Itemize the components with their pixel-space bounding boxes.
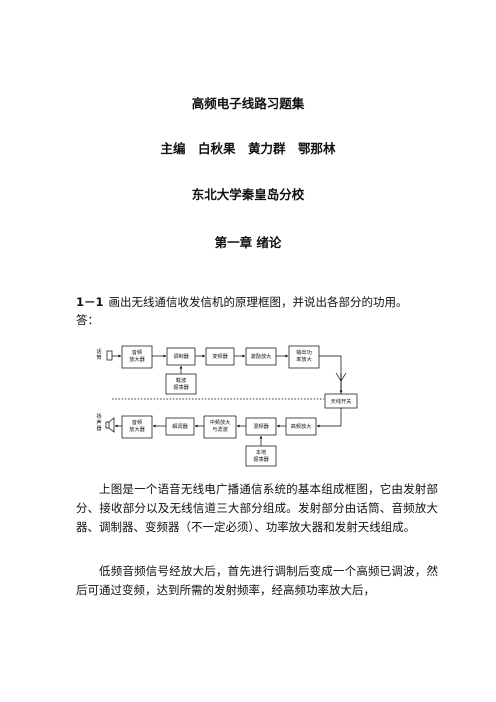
carrier-osc-label: 载波振荡器 [173, 376, 189, 391]
rx-demodulator-box [165, 417, 195, 436]
tx-modulator-label: 调制器 [173, 352, 189, 360]
rx-mixer-label: 混频器 [253, 422, 269, 430]
rx-if-amp-label: 中频放大与滤波 [210, 418, 231, 433]
speaker-icon [105, 417, 115, 433]
question-number: 1－1 [76, 295, 104, 309]
tx-modulator-box [166, 347, 196, 366]
rx-audio-amp-box [121, 415, 153, 439]
tx-audio-amp-box [121, 345, 153, 369]
question-1-1: 1－1 画出无线通信收发信机的原理框图，并说出各部分的功用。 答： [76, 293, 436, 329]
doc-title: 高频电子线路习题集 [191, 96, 305, 111]
rx-if-amp-box [203, 415, 237, 439]
tx-power-amp-label: 输出功率放大 [296, 348, 312, 363]
microphone-icon [106, 350, 113, 361]
tx-power-amp-box [288, 345, 320, 369]
tx-driver-amp-label: 激励放大 [251, 352, 272, 360]
tx-audio-amp-label: 音频放大器 [129, 348, 145, 363]
tx-converter-label: 变频器 [212, 352, 228, 360]
question-text: 画出无线通信收发信机的原理框图，并说出各部分的功用。 [108, 295, 408, 309]
rx-audio-amp-label: 音频放大器 [129, 418, 145, 433]
rx-mixer-box [245, 417, 277, 436]
rx-rf-amp-box [285, 417, 317, 436]
tx-driver-amp-box [245, 347, 277, 366]
chapter-heading: 第一章 绪论 [214, 235, 282, 250]
mic-label: 话筒 [96, 347, 101, 361]
rx-demodulator-label: 解调器 [172, 422, 188, 430]
rx-rf-amp-label: 高频放大 [291, 422, 312, 430]
carrier-osc-box [165, 373, 197, 395]
answer-label: 答： [76, 313, 99, 327]
body-paragraph-2: 低频音频信号经放大后，首先进行调制后变成一个高频已调波，然后可通过变频，达到所需… [76, 564, 438, 597]
doc-editors: 主编 白秋果 黄力群 鄂那林 [160, 141, 336, 156]
body-paragraph-1: 上图是一个语音无线电广播通信系统的基本组成框图，它由发射部分、接收部分以及无线信… [76, 482, 438, 534]
tx-converter-box [205, 347, 235, 366]
local-osc-label: 本地振荡器 [253, 448, 269, 463]
antenna-switch-label: 天线开关 [331, 397, 352, 405]
speaker-label: 扬声器 [96, 412, 102, 432]
local-osc-box [245, 445, 277, 467]
doc-school: 东北大学秦皇岛分校 [191, 187, 305, 202]
